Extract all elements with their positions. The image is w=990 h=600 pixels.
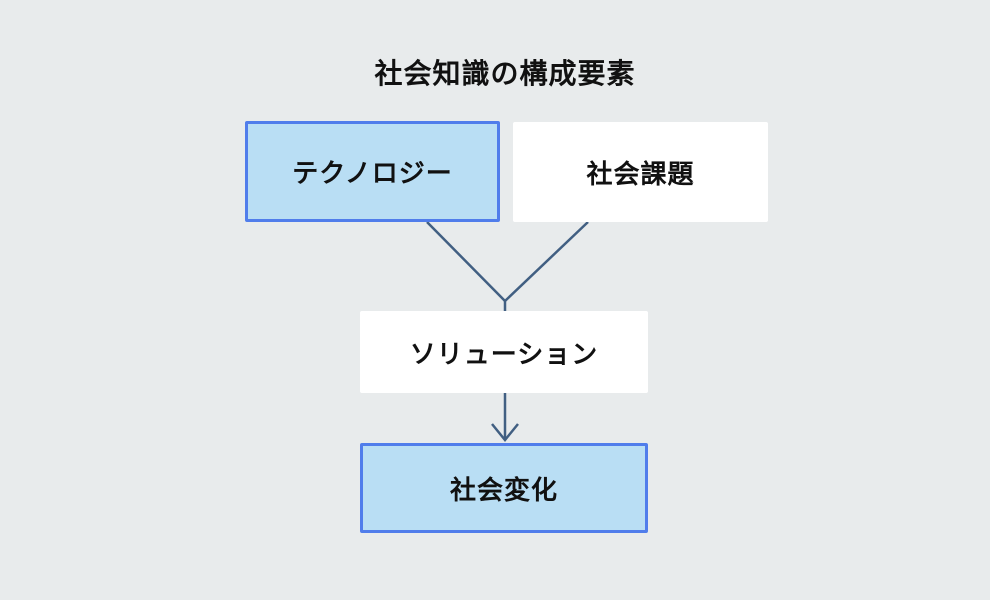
node-technology-label: テクノロジー xyxy=(292,158,453,188)
node-social-issues: 社会課題 xyxy=(513,122,768,222)
node-social-change: 社会変化 xyxy=(360,443,648,533)
node-solution-label: ソリューション xyxy=(409,338,599,369)
node-solution: ソリューション xyxy=(360,311,648,393)
edge-social-issues-to-solution xyxy=(504,221,589,302)
diagram-title: 社会知識の構成要素 xyxy=(374,58,636,89)
node-technology: テクノロジー xyxy=(245,121,500,222)
arrowhead-icon xyxy=(491,423,519,442)
node-social-issues-label: 社会課題 xyxy=(586,158,695,189)
node-social-change-label: 社会変化 xyxy=(449,474,558,505)
edge-technology-to-solution xyxy=(426,221,506,302)
